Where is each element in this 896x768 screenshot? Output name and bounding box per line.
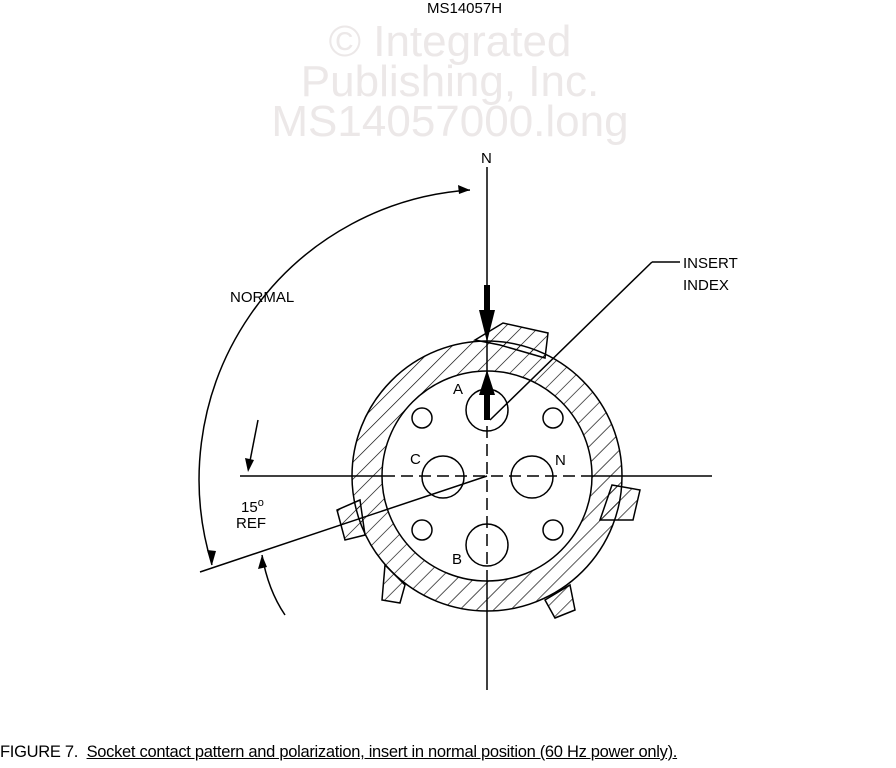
key-bottom-left [381,563,406,604]
contact-small [542,407,564,429]
watermark: © Integrated Publishing, Inc. MS14057000… [180,17,720,146]
north-label: N [481,150,492,167]
contact-b-label: B [452,551,463,568]
index-arrow-down [484,285,490,315]
caption-number: FIGURE 7. [0,743,78,761]
caption-text: Socket contact pattern and polarization,… [86,743,678,761]
watermark-line: Publishing, Inc. [300,57,600,106]
angle-value: 15 [241,499,258,516]
arrowhead [207,550,216,565]
arrowhead [258,555,267,569]
arrowhead [458,185,470,194]
contact-n-label: N [555,452,566,469]
key-bottom-right [543,583,576,619]
contact-small [542,519,564,541]
contact-c [421,455,465,499]
insert-index-label: INDEX [683,277,729,294]
insert-index-label: INSERT [683,255,738,272]
watermark-line: MS14057000.long [271,97,629,146]
degree-symbol: o [257,497,264,509]
contact-small [411,407,433,429]
arrowhead [245,458,254,472]
document-number: MS14057H [427,0,503,17]
key-left [336,498,366,541]
reference-line-15deg [199,475,488,573]
normal-arc [198,189,471,566]
key-right [598,484,641,521]
ref-label: REF [236,515,266,532]
contact-a-label: A [453,381,464,398]
angle-label: 15o [241,497,264,516]
key-top [472,322,549,359]
contact-c-label: C [410,451,421,468]
figure-caption: FIGURE 7. Socket contact pattern and pol… [0,743,677,762]
contact-small [411,519,433,541]
normal-label: NORMAL [230,289,295,306]
contact-n [510,455,554,499]
watermark-line: © Integrated [328,17,572,66]
index-arrow-up [484,390,490,420]
